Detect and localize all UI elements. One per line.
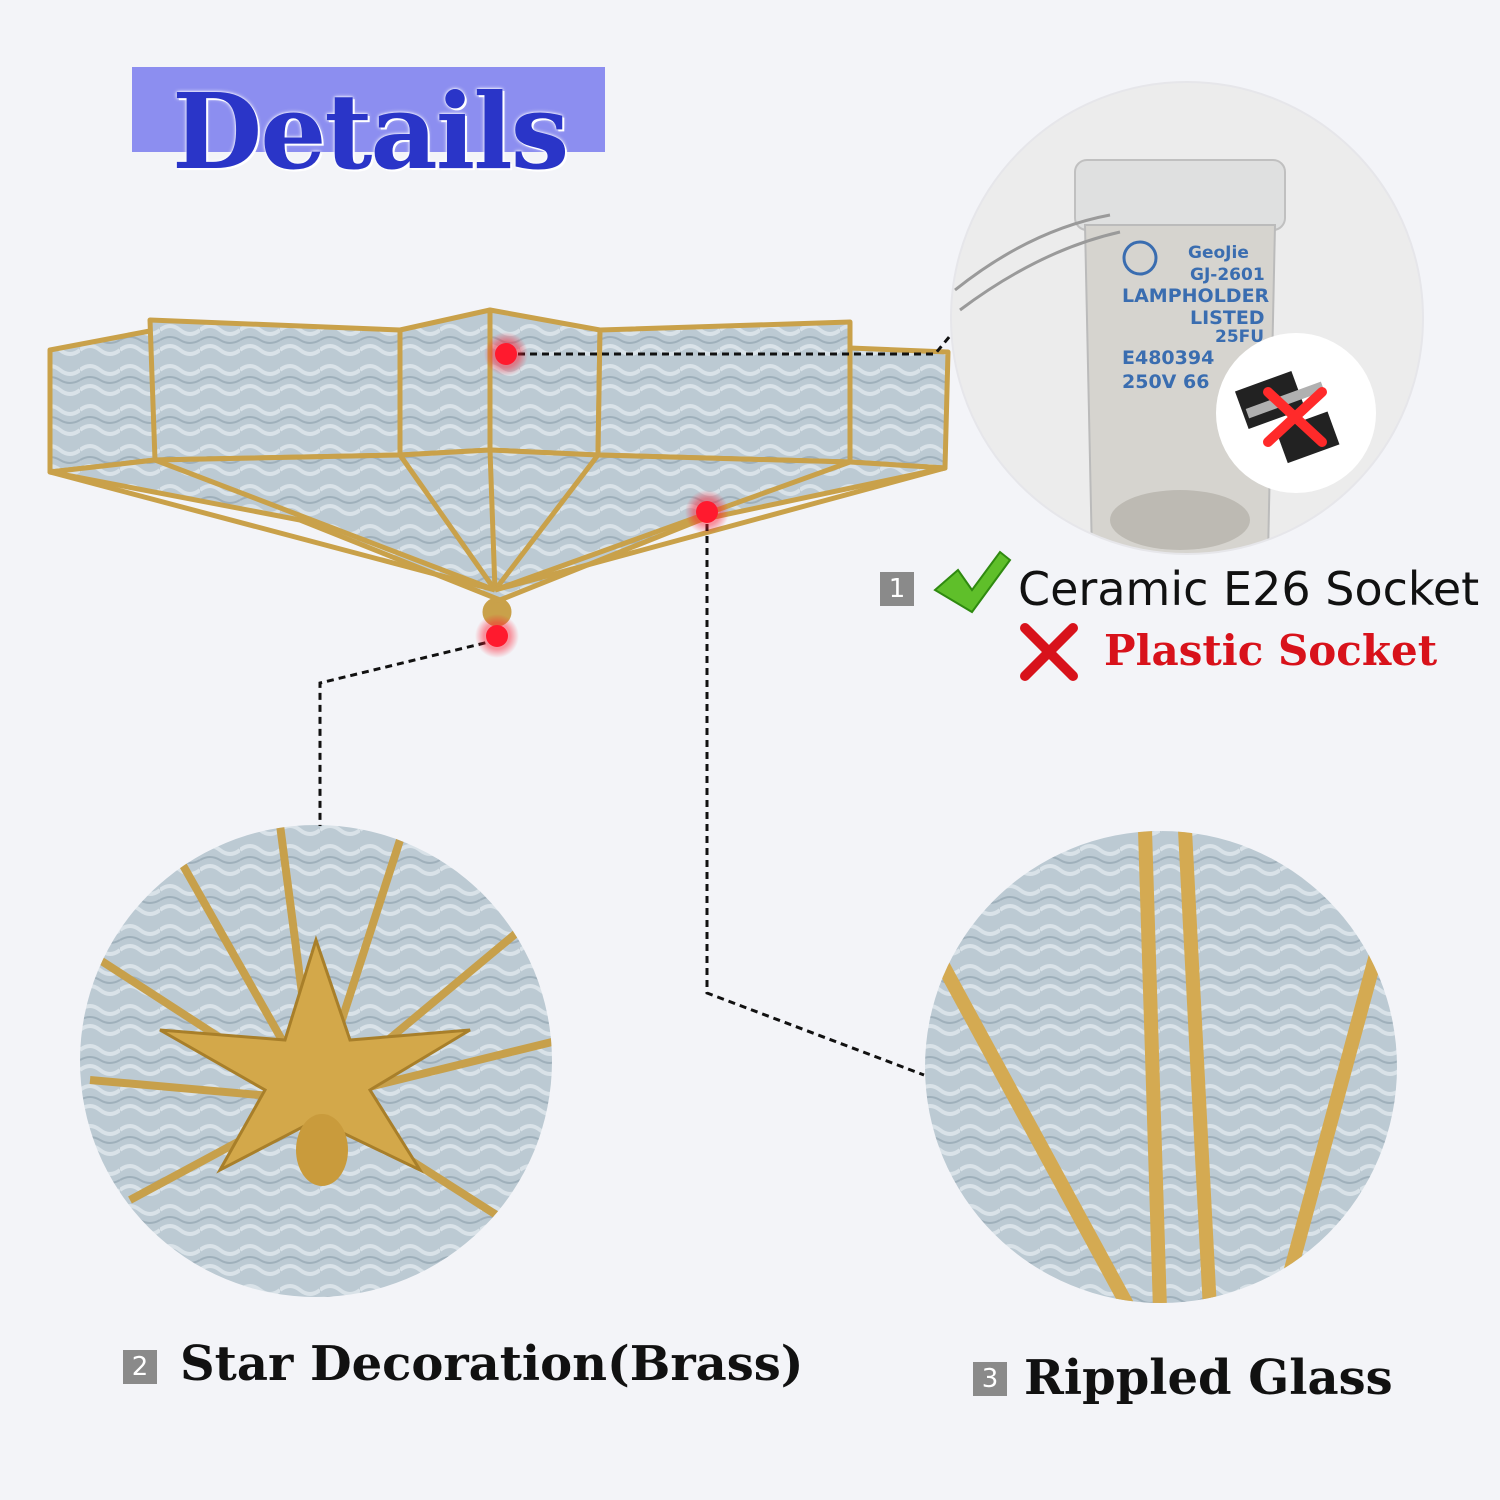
callout-label-rippled-glass: Rippled Glass bbox=[1024, 1350, 1393, 1406]
callout-number-3: 3 bbox=[973, 1362, 1007, 1396]
svg-text:GeoJie: GeoJie bbox=[1188, 243, 1249, 263]
lamp-fixture bbox=[47, 307, 951, 627]
svg-text:LISTED: LISTED bbox=[1190, 307, 1265, 329]
checkmark-icon bbox=[933, 550, 1012, 614]
svg-text:E480394: E480394 bbox=[1122, 347, 1214, 369]
star-decoration-photo bbox=[80, 825, 552, 1297]
rippled-glass-photo bbox=[925, 831, 1397, 1303]
page-title: Details bbox=[172, 70, 569, 193]
connector-lines bbox=[318, 335, 952, 1077]
svg-text:GJ-2601: GJ-2601 bbox=[1190, 265, 1265, 285]
wrong-x-icon bbox=[1020, 623, 1078, 681]
red-x-icon bbox=[1263, 387, 1327, 447]
title-band bbox=[132, 67, 605, 152]
callout-number-2: 2 bbox=[123, 1350, 157, 1384]
svg-text:LAMPHOLDER: LAMPHOLDER bbox=[1122, 285, 1270, 307]
marker-dots bbox=[475, 332, 729, 658]
svg-text:25FU: 25FU bbox=[1215, 327, 1264, 347]
callout-label-star-decoration: Star Decoration(Brass) bbox=[180, 1336, 804, 1392]
callout-number-1: 1 bbox=[880, 572, 914, 606]
svg-text:250V 66: 250V 66 bbox=[1122, 371, 1209, 393]
callout-label-plastic-socket: Plastic Socket bbox=[1104, 626, 1438, 675]
plastic-socket-inset bbox=[1216, 333, 1376, 493]
callout-label-socket: Ceramic E26 Socket bbox=[1018, 562, 1480, 616]
